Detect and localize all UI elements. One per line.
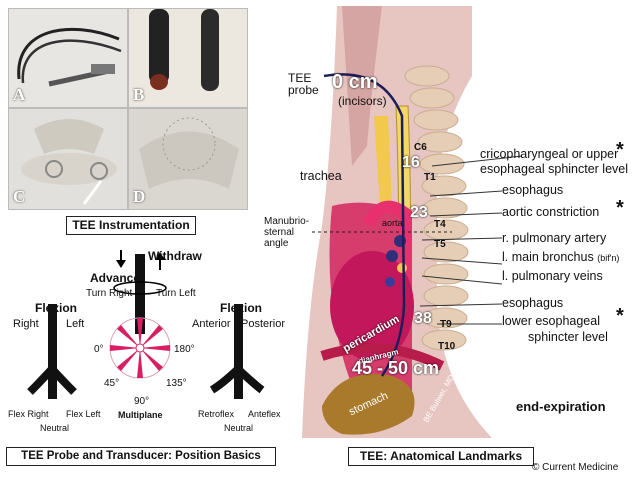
esophagus-upper-label: esophagus [502, 183, 564, 197]
photo-b: B [128, 8, 248, 108]
photo-c-label: C [13, 187, 26, 206]
anteflex-label: Anteflex [248, 409, 281, 419]
flex-left-label: Flex Left [66, 409, 101, 419]
zero-cm-label: 0 cm [332, 71, 378, 93]
neutral-right-label: Neutral [224, 423, 254, 433]
retroflex-label: Retroflex [198, 409, 235, 419]
aortic-asterisk: * [616, 197, 624, 219]
aortic-constriction-label: aortic constriction [502, 205, 600, 219]
lower-esophageal-label: lower esophageal [502, 314, 600, 328]
c6-label: C6 [414, 142, 427, 153]
transducer-control-image [21, 119, 117, 205]
anatomy-illustration: TEE probe 0 cm (incisors) C6 16 T1 trach… [262, 6, 634, 438]
angle-0-label: 0° [94, 344, 104, 355]
r-pulmonary-artery-label: r. pulmonary artery [502, 231, 607, 245]
photo-a-label: A [13, 85, 26, 104]
probe-diagram: Advance Withdraw Turn Right Turn Left Fl… [8, 244, 288, 434]
withdraw-label: Withdraw [148, 249, 202, 263]
flexion-left-title: Flexion [35, 301, 78, 315]
angle-135-label: 135° [166, 378, 187, 389]
caption-instrumentation: TEE Instrumentation [66, 216, 196, 235]
l-main-bronchus-label: l. main bronchus (bif'n) [502, 250, 620, 264]
ues-asterisk: * [616, 139, 624, 161]
turn-right-label: Turn Right [86, 288, 133, 299]
esophagus-lower-label: esophagus [502, 296, 564, 310]
probe-diagram-graphic [27, 250, 265, 399]
end-expiration-label: end-expiration [516, 399, 606, 414]
t1-label: T1 [424, 172, 436, 183]
t4-label: T4 [434, 219, 446, 230]
caption-landmarks: TEE: Anatomical Landmarks [348, 447, 534, 466]
tee-probe-label: TEE probe [288, 71, 319, 97]
ues-label: esophageal sphincter level [480, 162, 629, 176]
depth-38-label: 38 [414, 310, 432, 327]
probe-tip-image [149, 9, 219, 91]
multiplane-label: Multiplane [118, 410, 163, 420]
copyright-label: © Current Medicine [532, 462, 619, 473]
angle-180-label: 180° [174, 344, 195, 355]
flexion-right-title: Flexion [220, 301, 263, 315]
neutral-left-label: Neutral [40, 423, 70, 433]
posterior-label: Posterior [241, 318, 286, 330]
caption-probe: TEE Probe and Transducer: Position Basic… [6, 447, 276, 466]
endoscope-image [17, 27, 122, 87]
manubrio-label: Manubrio- sternal angle [264, 216, 310, 249]
trachea-label: trachea [300, 169, 342, 183]
t9-label: T9 [440, 319, 452, 330]
flex-right-label: Flex Right [8, 409, 49, 419]
photo-a: A [8, 8, 128, 108]
aorta-label: aorta [382, 218, 403, 228]
angle-90-label: 90° [134, 396, 150, 407]
angle-45-label: 45° [104, 378, 120, 389]
l-pulmonary-veins-label: l. pulmonary veins [502, 269, 603, 283]
cricopharyngeal-label: cricopharyngeal or upper [480, 147, 619, 161]
depth-45-50-label: 45 - 50 cm [352, 358, 440, 378]
sphincter-level-label: sphincter level [528, 330, 608, 344]
left-label: Left [66, 318, 85, 330]
advance-label: Advance [90, 271, 141, 285]
photo-d: D [128, 108, 248, 210]
right-label: Right [13, 318, 39, 330]
t5-label: T5 [434, 239, 446, 250]
depth-16-label: 16 [402, 154, 420, 171]
t10-label: T10 [438, 341, 456, 352]
turn-left-label: Turn Left [156, 288, 196, 299]
anatomy-graphic [302, 6, 523, 438]
photo-b-label: B [133, 85, 145, 104]
incisors-label: (incisors) [338, 94, 387, 108]
depth-23-label: 23 [410, 204, 428, 221]
anterior-label: Anterior [192, 318, 231, 330]
photo-c: C [8, 108, 128, 210]
photo-d-label: D [133, 187, 146, 206]
control-knob-image [139, 117, 239, 189]
les-asterisk: * [616, 305, 624, 327]
